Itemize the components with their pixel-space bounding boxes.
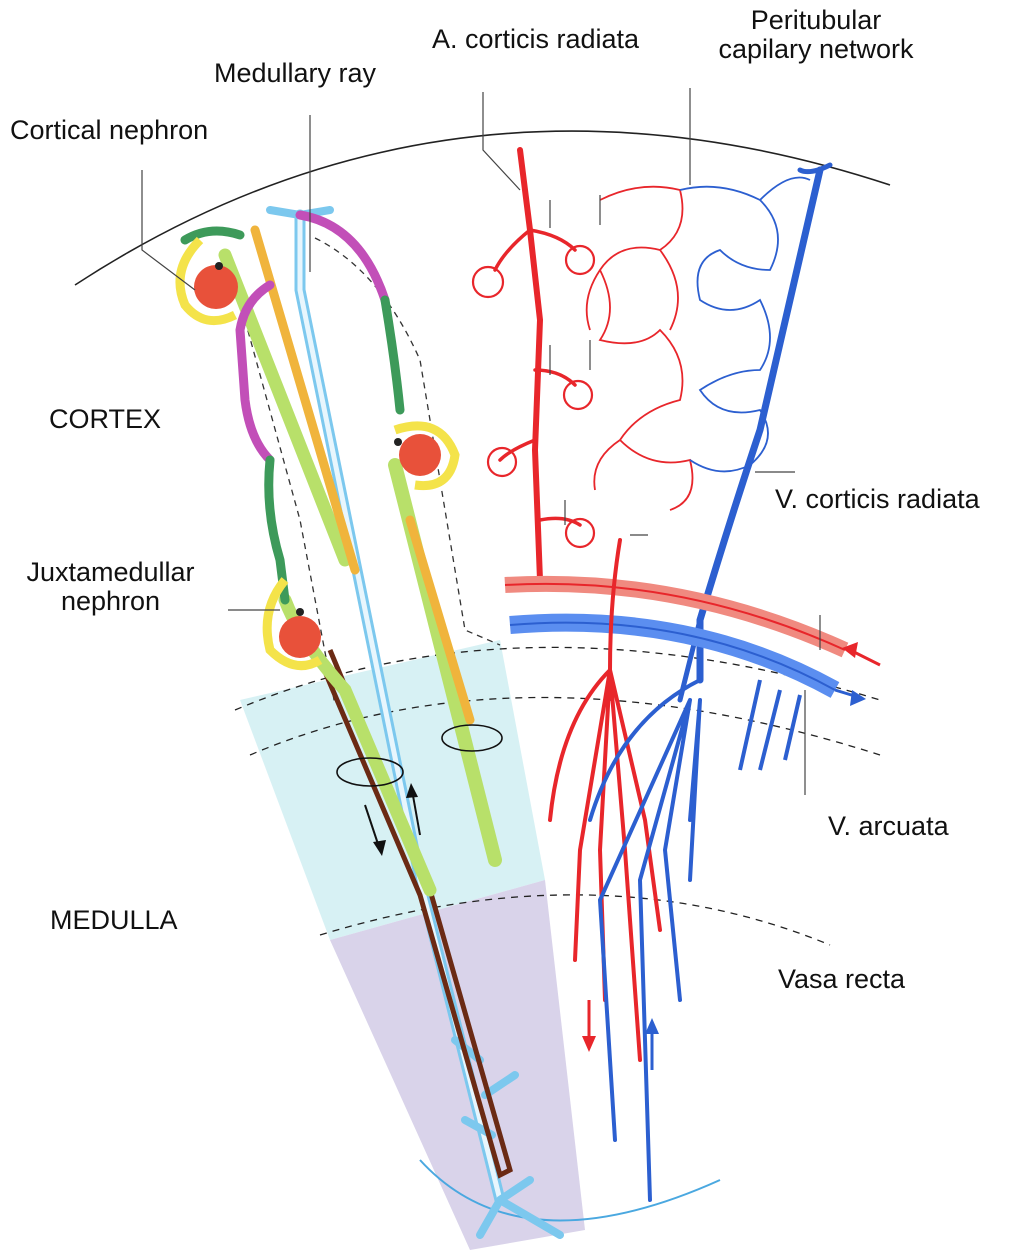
label-peritubular: Peritubular capilary network [686,6,946,64]
label-v-corticis-radiata: V. corticis radiata [775,485,980,514]
label-peritubular-line2: capilary network [686,35,946,64]
peritubular-capillaries-red [587,187,693,510]
label-juxtamedullar-line1: Juxtamedullar [8,558,213,587]
label-juxtamedullar: Juxtamedullar nephron [8,558,213,616]
juxtamedullary-glomerulus [267,580,321,666]
vein-stubs [740,680,800,770]
medulla-zone-inner [330,880,585,1250]
arteria-corticis-radiata [520,150,540,580]
label-cortical-nephron: Cortical nephron [10,116,208,145]
vasa-recta-up-arrow-head [645,1018,659,1034]
arcuate-out-arrow-head [850,690,866,706]
label-a-corticis-radiata: A. corticis radiata [432,25,639,54]
vasa-recta-down-arrow-head [582,1036,596,1052]
label-cortex: CORTEX [49,405,161,434]
label-peritubular-line1: Peritubular [686,6,946,35]
cortex-glomeruli-art [473,246,594,547]
label-vasa-recta: Vasa recta [778,965,905,994]
label-v-arcuata: V. arcuata [828,812,949,841]
label-medullary-ray: Medullary ray [214,59,376,88]
peritubular-capillaries-blue [680,178,810,472]
label-juxtamedullar-line2: nephron [8,587,213,616]
label-medulla: MEDULLA [50,906,178,935]
